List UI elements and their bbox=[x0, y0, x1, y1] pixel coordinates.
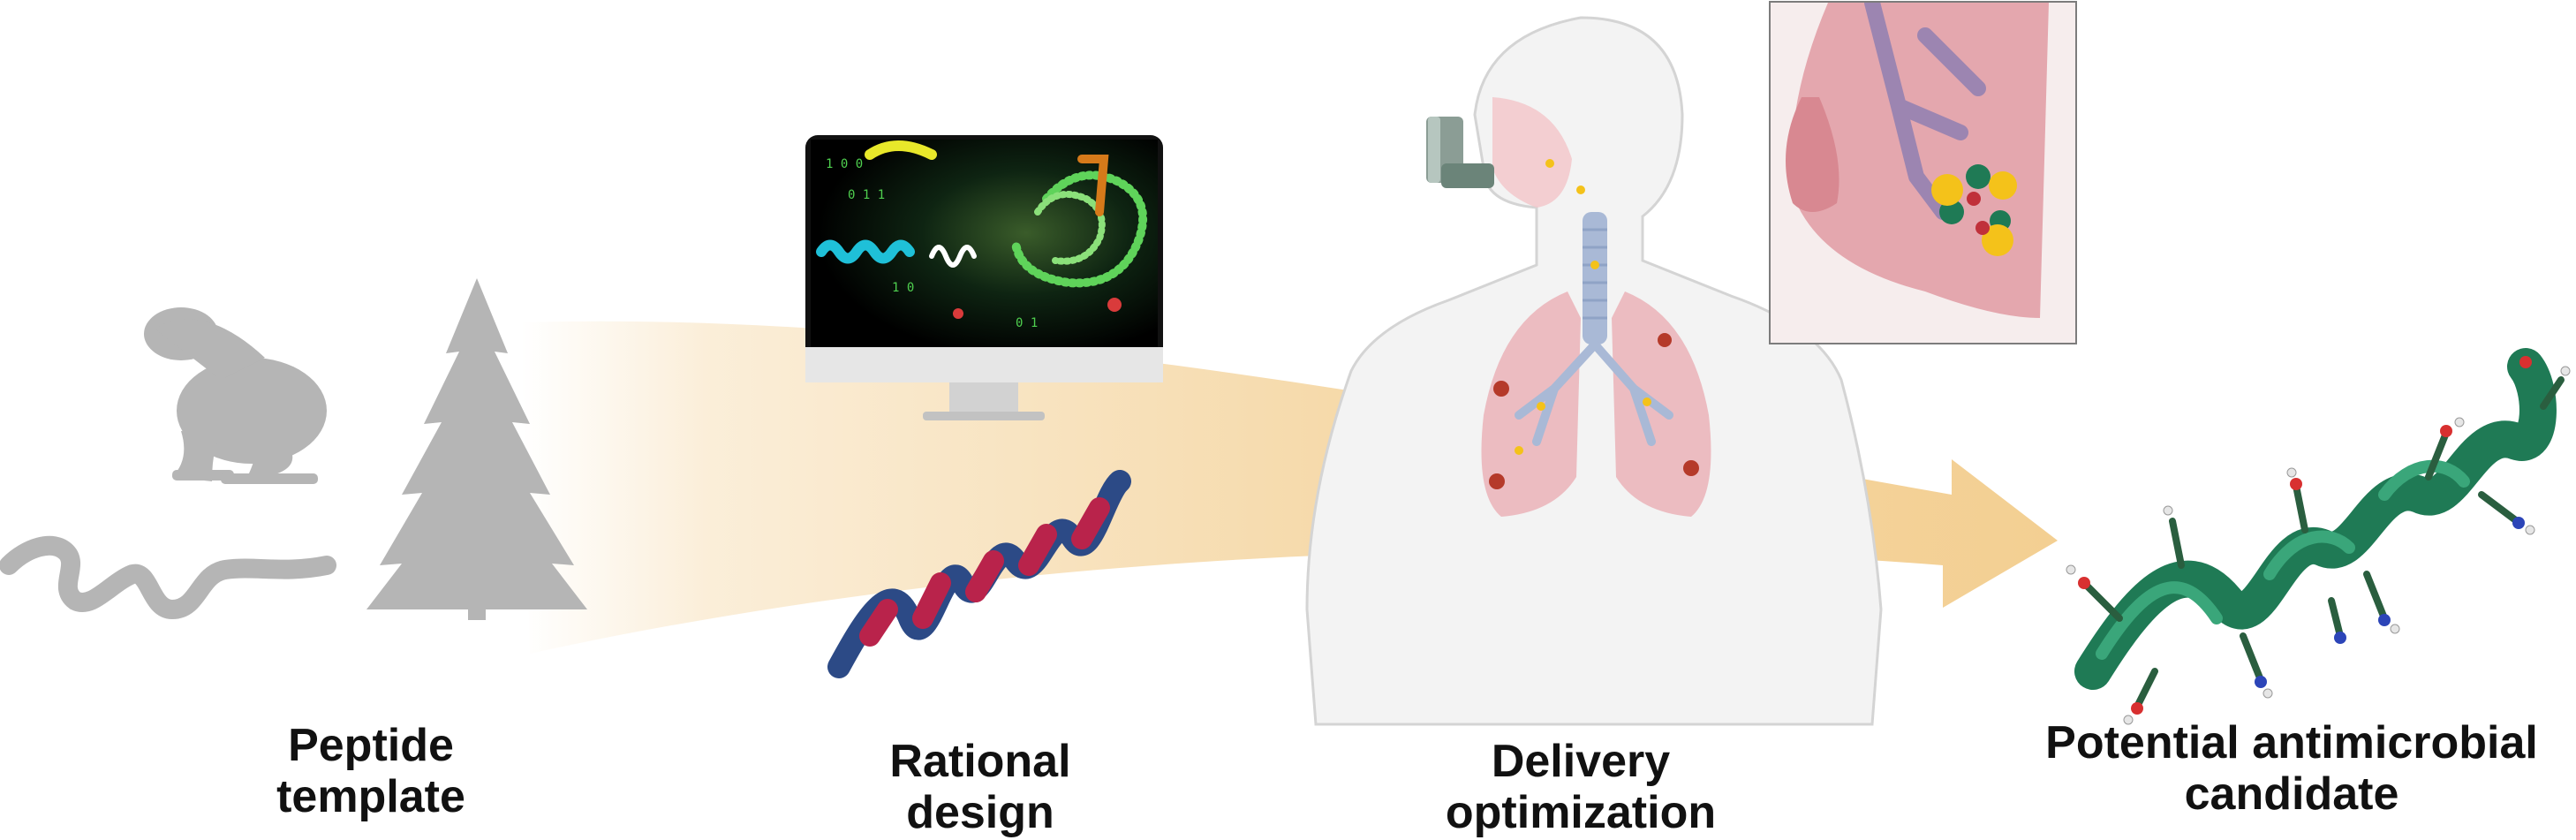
caption-line-1: Delivery bbox=[1491, 736, 1671, 787]
caption-line-2: optimization bbox=[1445, 787, 1717, 838]
caption-line-1: Potential antimicrobial bbox=[2045, 717, 2538, 768]
human-torso-icon bbox=[1305, 16, 1883, 726]
caption-line-2: design bbox=[906, 787, 1054, 838]
computer-monitor-icon: 1 0 0 0 1 1 1 0 0 1 bbox=[805, 135, 1163, 420]
snake-icon bbox=[0, 535, 336, 620]
caption-line-1: Rational bbox=[889, 736, 1071, 787]
alpha-helix-icon bbox=[827, 470, 1131, 678]
caption-antimicrobial-candidate: Potential antimicrobial candidate bbox=[2013, 717, 2570, 820]
svg-text:0 1: 0 1 bbox=[1016, 316, 1038, 330]
tree-icon bbox=[366, 278, 587, 620]
svg-text:1 0: 1 0 bbox=[892, 281, 914, 295]
caption-line-1: Peptide bbox=[288, 720, 454, 771]
caption-peptide-template: Peptide template bbox=[238, 720, 503, 822]
peptide-structure-icon bbox=[2066, 348, 2571, 725]
caption-line-2: candidate bbox=[2184, 768, 2399, 820]
caption-rational-design: Rational design bbox=[848, 736, 1113, 838]
lung-inset-icon bbox=[1769, 1, 2077, 344]
inhaler-icon bbox=[1426, 117, 1494, 188]
svg-text:0 1 1: 0 1 1 bbox=[848, 188, 885, 202]
frog-icon bbox=[144, 307, 327, 484]
caption-delivery-optimization: Delivery optimization bbox=[1395, 736, 1766, 838]
process-flow-arrow bbox=[521, 321, 2058, 654]
caption-line-2: template bbox=[276, 771, 465, 822]
svg-text:1 0 0: 1 0 0 bbox=[826, 157, 863, 171]
